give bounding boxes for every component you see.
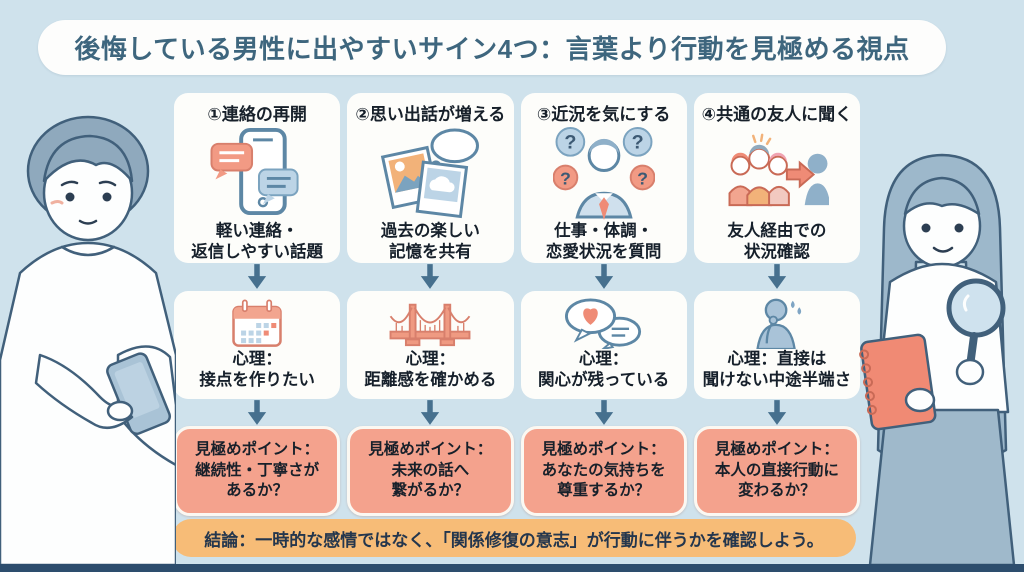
friends-whisper-icon [725, 125, 829, 221]
man-with-phone-illustration [0, 115, 176, 565]
sign-header-1: ①連絡の再開 [207, 105, 307, 124]
sign-column-1: ①連絡の再開 軽い連絡・ 返信しやすい話題 [174, 93, 341, 516]
point-card-1: 見極めポイント： 継続性・丁寧さが あるか？ [174, 426, 341, 516]
sign-header-3: ③近況を気にする [536, 105, 671, 124]
sign-card-1: ①連絡の再開 軽い連絡・ 返信しやすい話題 [174, 93, 341, 263]
bottom-accent-bar [0, 564, 1024, 572]
svg-text:?: ? [564, 132, 576, 154]
point-card-4: 見極めポイント： 本人の直接行動に 変わるか？ [693, 426, 860, 516]
conclusion-banner: 結論：一時的な感情ではなく、「関係修復の意志」が行動に伴うかを確認しよう。 [172, 519, 856, 557]
title-banner: 後悔している男性に出やすいサイン4つ：言葉より行動を見極める視点 [38, 20, 946, 75]
psychology-card-3: 心理： 関心が残っている [520, 291, 687, 399]
point-card-2: 見極めポイント： 未来の話へ 繋がるか？ [347, 426, 514, 516]
down-arrow-icon [419, 263, 441, 291]
down-arrow-icon [419, 399, 441, 426]
sign-columns: ①連絡の再開 軽い連絡・ 返信しやすい話題 [174, 93, 860, 516]
down-arrow-icon [246, 399, 268, 426]
phone-chat-icon [207, 125, 307, 221]
svg-text:?: ? [637, 168, 648, 188]
psychology-text-3: 心理： 関心が残っている [538, 350, 670, 390]
sign-description-3: 仕事・体調・ 恋愛状況を質問 [545, 221, 662, 261]
worried-person-icon [742, 297, 812, 349]
down-arrow-icon [593, 399, 615, 426]
calendar-icon [221, 297, 293, 349]
sign-description-4: 友人経由での 状況確認 [727, 221, 827, 261]
svg-text:?: ? [631, 132, 643, 154]
heart-bubble-icon [562, 297, 646, 349]
sign-description-1: 軽い連絡・ 返信しやすい話題 [191, 221, 324, 261]
psychology-card-4: 心理：直接は 聞けない中途半端さ [693, 291, 860, 399]
woman-with-magnifier-illustration [859, 153, 1016, 565]
svg-text:?: ? [560, 168, 571, 188]
psychology-text-1: 心理： 接点を作りたい [199, 350, 315, 390]
down-arrow-icon [766, 263, 788, 291]
sign-header-4: ④共通の友人に聞く [701, 105, 853, 124]
psychology-card-2: 心理： 距離感を確かめる [347, 291, 514, 399]
psychology-text-4: 心理：直接は 聞けない中途半端さ [702, 350, 852, 390]
down-arrow-icon [593, 263, 615, 291]
bridge-icon [387, 297, 473, 349]
psychology-card-1: 心理： 接点を作りたい [174, 291, 341, 399]
page-title: 後悔している男性に出やすいサイン4つ：言葉より行動を見極める視点 [74, 34, 910, 64]
point-card-3: 見極めポイント： あなたの気持ちを 尊重するか？ [520, 426, 687, 516]
sign-column-2: ②思い出話が増える [347, 93, 514, 516]
sign-header-2: ②思い出話が増える [355, 105, 506, 124]
psychology-text-2: 心理： 距離感を確かめる [364, 350, 497, 390]
sign-card-3: ③近況を気にする ? ? ? ? [520, 93, 687, 263]
down-arrow-icon [246, 263, 268, 291]
sign-column-4: ④共通の友人に聞く [693, 93, 860, 516]
conclusion-text: 結論：一時的な感情ではなく、「関係修復の意志」が行動に伴うかを確認しよう。 [204, 530, 824, 550]
sign-column-3: ③近況を気にする ? ? ? ? [520, 93, 687, 516]
sign-card-2: ②思い出話が増える [347, 93, 514, 263]
sign-description-2: 過去の楽しい 記憶を共有 [380, 221, 480, 261]
down-arrow-icon [766, 399, 788, 426]
person-questions-icon: ? ? ? ? [552, 125, 655, 221]
sign-card-4: ④共通の友人に聞く [693, 93, 860, 263]
photos-memory-icon [379, 125, 481, 221]
